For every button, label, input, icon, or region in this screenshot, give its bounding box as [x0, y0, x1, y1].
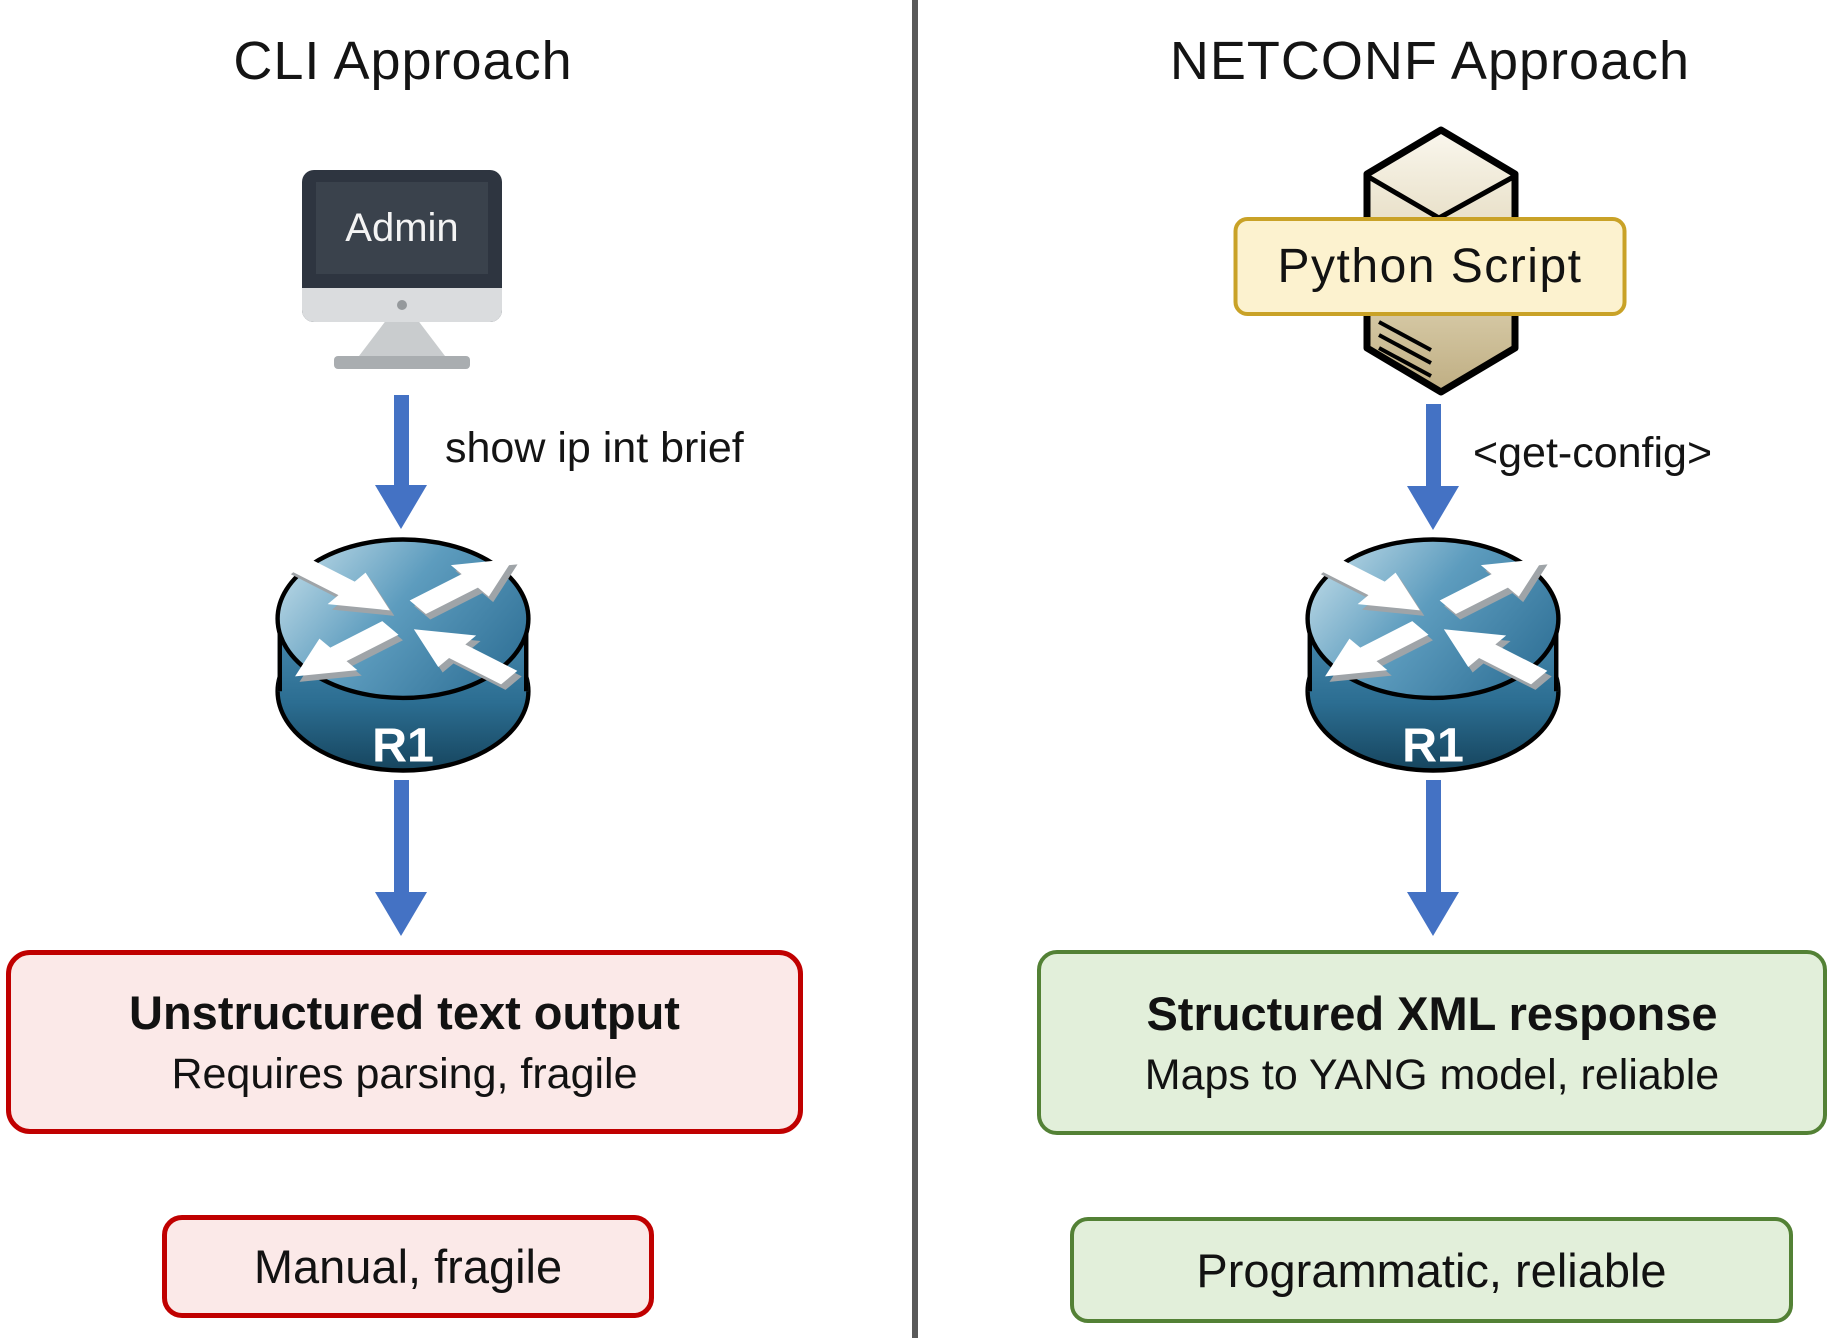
cli-title: CLI Approach: [233, 31, 573, 91]
monitor-stand: [359, 322, 445, 356]
monitor-base: [334, 356, 470, 369]
monitor-frame: Admin: [302, 170, 502, 322]
camera-dot: [397, 300, 407, 310]
admin-label: Admin: [345, 205, 459, 250]
netconf-result-box: Structured XML response Maps to YANG mod…: [1037, 950, 1827, 1135]
routing-arrows-icon: [1316, 555, 1552, 690]
arrow-shaft: [1425, 780, 1441, 892]
router-icon: R1: [275, 537, 531, 773]
router-label: R1: [372, 719, 434, 773]
monitor-screen: Admin: [316, 182, 488, 274]
router-icon: R1: [1305, 537, 1561, 773]
arrow-head: [375, 892, 427, 936]
cli-command-label: show ip int brief: [445, 424, 744, 472]
arrow-head: [1407, 486, 1459, 530]
routing-arrows-icon: [286, 555, 522, 690]
down-arrow-icon: [1407, 404, 1459, 530]
python-script-badge: Python Script: [1233, 217, 1627, 316]
down-arrow-icon: [1407, 780, 1459, 936]
arrow-head: [375, 485, 427, 529]
arrow-shaft: [393, 395, 409, 485]
monitor-chin: [302, 288, 502, 322]
cli-result-subtitle: Requires parsing, fragile: [171, 1050, 638, 1098]
down-arrow-icon: [375, 780, 427, 936]
down-arrow-icon: [375, 395, 427, 529]
cli-summary-box: Manual, fragile: [162, 1215, 654, 1318]
cli-result-box: Unstructured text output Requires parsin…: [6, 950, 803, 1134]
netconf-result-subtitle: Maps to YANG model, reliable: [1144, 1050, 1720, 1099]
netconf-command-label: <get-config>: [1473, 429, 1713, 477]
arrow-head: [1407, 892, 1459, 936]
netconf-summary-box: Programmatic, reliable: [1070, 1217, 1793, 1323]
arrow-shaft: [1425, 404, 1441, 486]
column-divider: [912, 0, 918, 1338]
netconf-title: NETCONF Approach: [1169, 31, 1691, 91]
server-vents: [1378, 320, 1432, 378]
netconf-result-title: Structured XML response: [1146, 986, 1718, 1040]
router-label: R1: [1402, 719, 1464, 773]
admin-workstation-icon: Admin: [302, 170, 502, 369]
cli-result-title: Unstructured text output: [129, 986, 680, 1039]
arrow-shaft: [393, 780, 409, 892]
